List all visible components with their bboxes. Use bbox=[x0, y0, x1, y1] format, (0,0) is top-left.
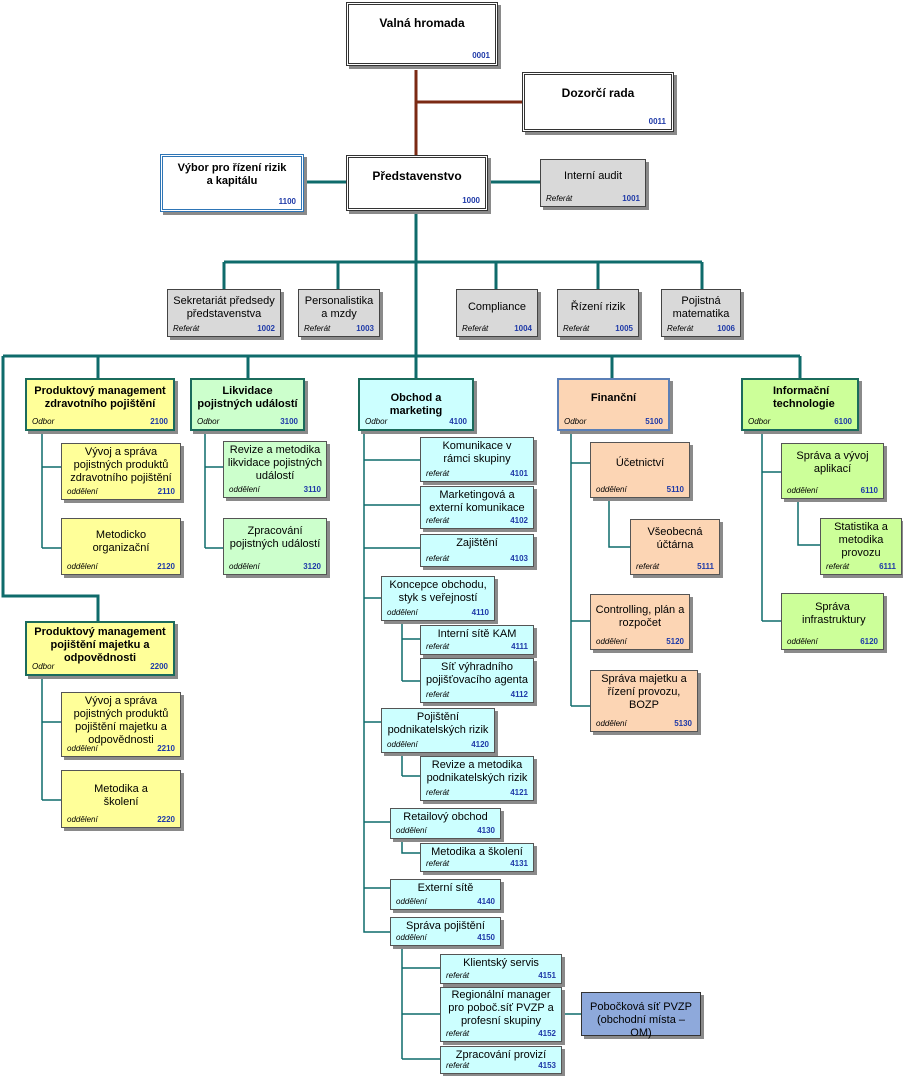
unit-box[interactable]: Externí sítě oddělení 4140 bbox=[390, 879, 501, 910]
unit-box[interactable]: Koncepce obchodu, styk s veřejností oddě… bbox=[381, 576, 495, 621]
unit-box[interactable]: Správa a vývoj aplikací oddělení 6110 bbox=[781, 443, 884, 499]
unit-box[interactable]: Produktový management zdravotního pojišt… bbox=[25, 378, 175, 431]
unit-box[interactable]: Revize a metodika podnikatelských rizik … bbox=[420, 756, 534, 801]
unit-box[interactable]: Zpracování provizí referát 4153 bbox=[440, 1046, 562, 1074]
unit-box[interactable]: Správa majetku a řízení provozu, BOZP od… bbox=[590, 670, 698, 732]
unit-box[interactable]: Obchod a marketing Odbor 4100 bbox=[358, 378, 474, 431]
unit-box[interactable]: Síť výhradního pojišťovacího agenta refe… bbox=[420, 658, 534, 703]
unit-box[interactable]: Pojištění podnikatelských rizik oddělení… bbox=[381, 708, 495, 753]
unit-box[interactable]: Představenstvo 1000 bbox=[346, 155, 488, 211]
unit-box[interactable]: Regionální manager pro poboč.síť PVZP a … bbox=[440, 987, 562, 1042]
unit-box[interactable]: Správa pojištění oddělení 4150 bbox=[390, 917, 501, 946]
unit-box[interactable]: Interní sítě KAM referát 4111 bbox=[420, 625, 534, 655]
unit-box[interactable]: Compliance Referát 1004 bbox=[456, 289, 538, 337]
unit-box[interactable]: Interní audit Referát 1001 bbox=[540, 159, 646, 207]
unit-box[interactable]: Marketingová a externí komunikace referá… bbox=[420, 486, 534, 529]
unit-box[interactable]: Sekretariát předsedy představenstva Refe… bbox=[167, 289, 281, 337]
unit-box[interactable]: Komunikace v rámci skupiny referát 4101 bbox=[420, 437, 534, 482]
unit-box[interactable]: Metodicko organizační oddělení 2120 bbox=[61, 518, 181, 575]
unit-box[interactable]: Zajištění referát 4103 bbox=[420, 534, 534, 567]
unit-box[interactable]: Pobočková síť PVZP (obchodní místa – OM) bbox=[581, 992, 701, 1039]
unit-box[interactable]: Finanční Odbor 5100 bbox=[557, 378, 670, 431]
unit-box[interactable]: Účetnictví oddělení 5110 bbox=[590, 442, 690, 498]
unit-box[interactable]: Klientský servis referát 4151 bbox=[440, 954, 562, 984]
unit-box[interactable]: Controlling, plán a rozpočet oddělení 51… bbox=[590, 594, 690, 650]
unit-box[interactable]: Retailový obchod oddělení 4130 bbox=[390, 808, 501, 839]
unit-box[interactable]: Valná hromada 0001 bbox=[346, 2, 498, 66]
unit-box[interactable]: Pojistná matematika Referát 1006 bbox=[661, 289, 741, 337]
unit-box[interactable]: Správa infrastruktury oddělení 6120 bbox=[781, 593, 884, 650]
unit-box[interactable]: Vývoj a správa pojistných produktů zdrav… bbox=[61, 443, 181, 500]
unit-box[interactable]: Informační technologie Odbor 6100 bbox=[741, 378, 859, 431]
unit-box[interactable]: Všeobecná účtárna referát 5111 bbox=[630, 519, 720, 575]
unit-box[interactable]: Likvidace pojistných událostí Odbor 3100 bbox=[190, 378, 305, 431]
unit-box[interactable]: Personalistika a mzdy Referát 1003 bbox=[298, 289, 380, 337]
unit-box[interactable]: Řízení rizik Referát 1005 bbox=[557, 289, 639, 337]
unit-box[interactable]: Zpracování pojistných událostí oddělení … bbox=[223, 518, 327, 575]
unit-box[interactable]: Vývoj a správa pojistných produktů pojiš… bbox=[61, 692, 181, 757]
unit-box[interactable]: Metodika a školení referát 4131 bbox=[420, 843, 534, 872]
unit-box[interactable]: Statistika a metodika provozu referát 61… bbox=[820, 518, 902, 575]
unit-box[interactable]: Revize a metodika likvidace pojistných u… bbox=[223, 441, 327, 498]
unit-box[interactable]: Metodika a školení oddělení 2220 bbox=[61, 770, 181, 828]
unit-box[interactable]: Produktový management pojištění majetku … bbox=[25, 621, 175, 676]
unit-box[interactable]: Výbor pro řízení rizik a kapitálu 1100 bbox=[160, 154, 304, 212]
unit-box[interactable]: Dozorčí rada 0011 bbox=[522, 72, 674, 132]
